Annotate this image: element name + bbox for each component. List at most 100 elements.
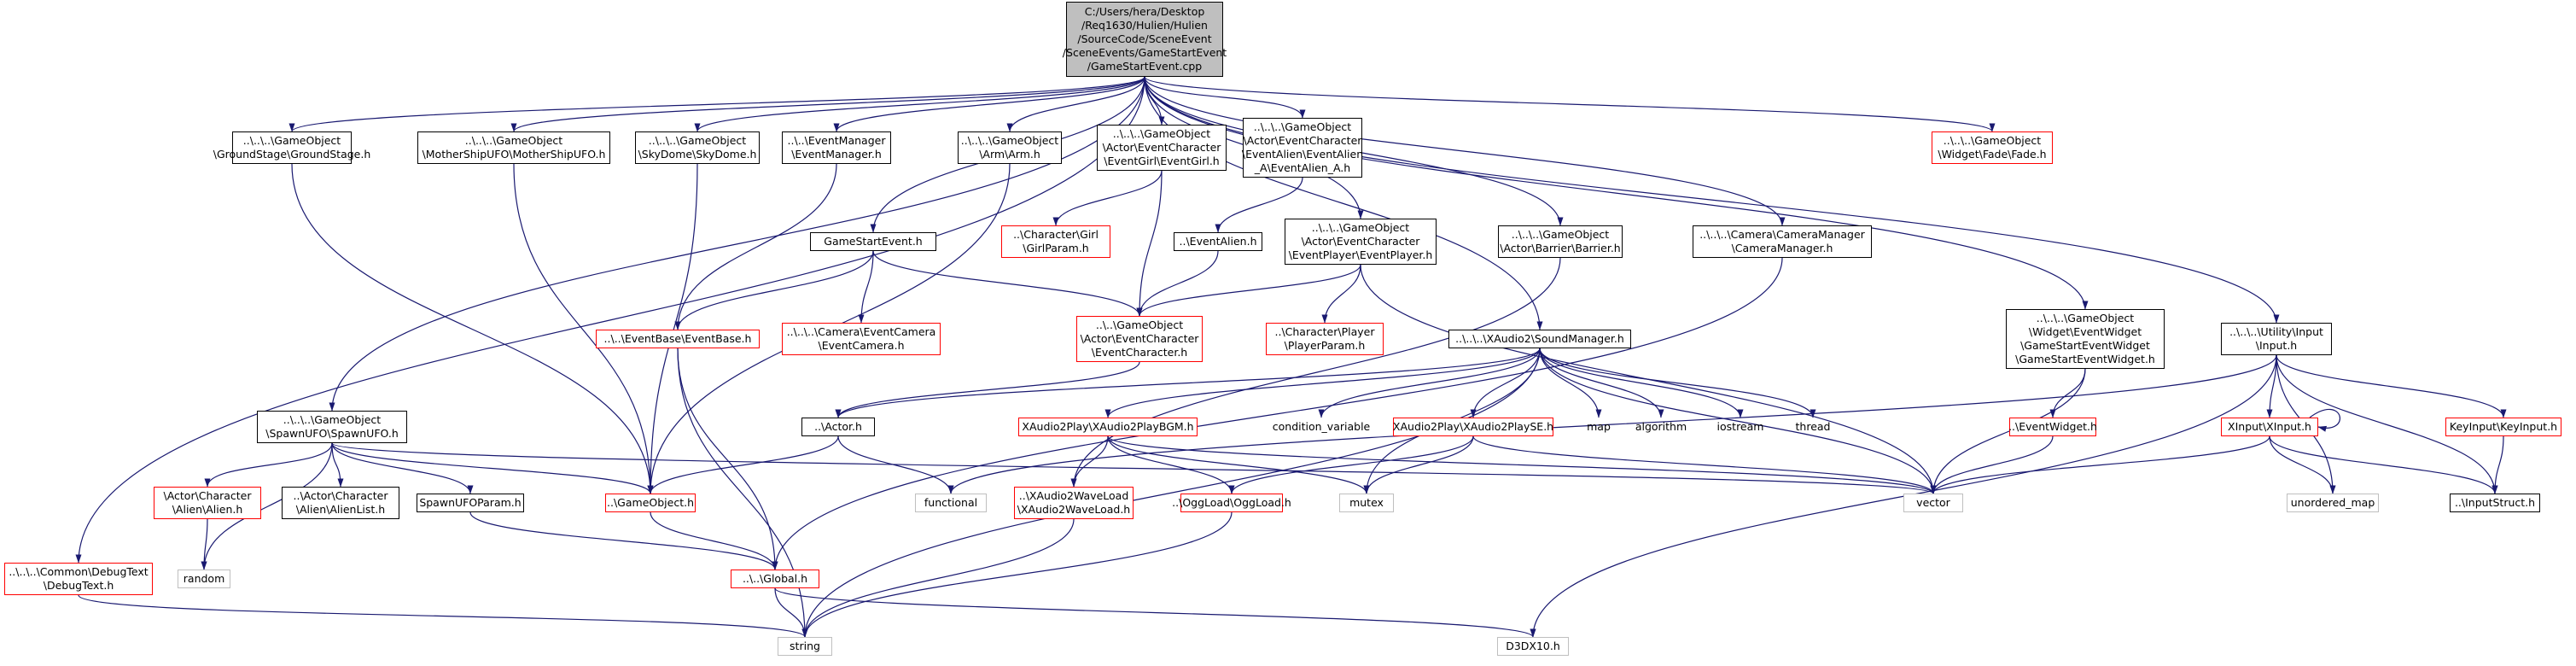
node-random: random <box>178 570 230 588</box>
edge-eventplayer-to-eventcharacter <box>1136 264 1361 317</box>
node-alien-h[interactable]: \Actor\Character \Alien\Alien.h <box>154 487 261 519</box>
node-xaudio2waveload-h[interactable]: ..\XAudio2WaveLoad \XAudio2WaveLoad.h <box>1014 487 1134 519</box>
edge-global-to-d3dx10 <box>774 587 1536 638</box>
edge-soundmanager-to-thread <box>1539 348 1816 418</box>
node-iostream: iostream <box>1716 420 1764 433</box>
node-input-h[interactable]: ..\..\..\Utility\Input \Input.h <box>2221 323 2332 355</box>
node-eventalien-h[interactable]: ..\EventAlien.h <box>1174 232 1262 251</box>
edge-playbgm-to-waveload <box>1070 435 1109 488</box>
node-soundmanager-h[interactable]: ..\..\..\XAudio2\SoundManager.h <box>1448 330 1631 348</box>
edge-soundmanager-to-stringh <box>801 348 1541 638</box>
edge-gamestartevent-to-eventcharacter <box>872 250 1143 317</box>
node-condition-variable: condition_variable <box>1272 420 1371 433</box>
edge-soundmanager-to-actorh <box>835 348 1541 418</box>
edge-spawnufo-to-spawnparam <box>331 442 474 494</box>
node-cameramanager-h[interactable]: ..\..\..\Camera\CameraManager \CameraMan… <box>1693 225 1872 258</box>
edge-eventbase-to-stringh <box>677 348 808 638</box>
edge-keyinput-to-inputstruct <box>2491 435 2504 494</box>
edge-debugtext-to-stringh <box>78 594 808 638</box>
edge-spawnufo-to-alien <box>204 442 333 488</box>
node-arm-h[interactable]: ..\..\..\GameObject \Arm\Arm.h <box>958 131 1062 164</box>
node-eventgirl-h[interactable]: ..\..\..\GameObject \Actor\EventCharacte… <box>1097 125 1227 171</box>
edge-soundmanager-to-playse <box>1470 348 1541 418</box>
edge-root-to-cameramanager <box>1144 76 1786 226</box>
node-mutex: mutex <box>1339 494 1394 512</box>
edge-root-to-fade <box>1144 76 1996 132</box>
edge-alien-to-random <box>201 518 208 570</box>
node-xaudio2playbgm-h[interactable]: XAudio2Play\XAudio2PlayBGM.h <box>1018 418 1198 436</box>
node-thread: thread <box>1795 420 1831 433</box>
node-actor-h[interactable]: ..\Actor.h <box>801 418 875 436</box>
edge-soundmanager-to-map <box>1539 348 1602 418</box>
edge-root-to-groundstage <box>288 76 1145 132</box>
node-eventwidget-h[interactable]: ..\EventWidget.h <box>2008 418 2097 436</box>
edge-playbgm-to-vector <box>1107 435 1937 494</box>
edge-eventmanager-to-eventbase <box>674 163 837 330</box>
node-eventmanager-h[interactable]: ..\..\EventManager \EventManager.h <box>782 131 891 164</box>
node-eventbase-h[interactable]: ..\..\EventBase\EventBase.h <box>596 330 760 348</box>
edge-eventalien_a-to-eventalien <box>1215 177 1303 233</box>
node-functional: functional <box>915 494 987 512</box>
node-debugtext-h[interactable]: ..\..\..\Common\DebugText \DebugText.h <box>4 563 153 595</box>
node-eventcamera-h[interactable]: ..\..\..\Camera\EventCamera \EventCamera… <box>782 323 941 355</box>
node-mothershipufo-h[interactable]: ..\..\..\GameObject \MotherShipUFO\Mothe… <box>417 131 610 164</box>
edge-groundstage-to-gameobject <box>291 163 654 494</box>
node-eventalien-a-h[interactable]: ..\..\..\GameObject \Actor\EventCharacte… <box>1242 118 1363 178</box>
node-global-h[interactable]: ..\..\Global.h <box>731 570 819 588</box>
edge-waveload-to-stringh <box>801 518 1075 638</box>
node-spawnufoparam-h[interactable]: SpawnUFOParam.h <box>417 494 524 512</box>
edge-oggload-to-stringh <box>801 511 1233 638</box>
node-keyinput-h[interactable]: KeyInput\KeyInput.h <box>2445 418 2561 436</box>
edge-playbgm-to-oggload <box>1107 435 1235 494</box>
node-spawnufo-h[interactable]: ..\..\..\GameObject \SpawnUFO\SpawnUFO.h <box>257 411 407 443</box>
edge-spawnufo-to-alienlist <box>331 442 344 488</box>
edge-root-to-debugtext <box>75 76 1145 564</box>
node-gamestartevent-cpp[interactable]: C:/Users/hera/Desktop /Req1630/Hulien/Hu… <box>1063 2 1227 77</box>
node-xaudio2playse-h[interactable]: XAudio2Play\XAudio2PlaySE.h <box>1393 418 1553 436</box>
edge-soundmanager-to-condvar <box>1318 348 1541 418</box>
node-gamestartevent-h[interactable]: GameStartEvent.h <box>810 232 936 251</box>
node-oggload-h[interactable]: ..\OggLoad\OggLoad.h <box>1172 494 1291 512</box>
edge-soundmanager-to-vector <box>1539 348 1937 494</box>
edge-playse-to-oggload <box>1228 435 1474 494</box>
edge-root-to-skydome <box>694 76 1145 132</box>
edge-spawnufo-to-gameobject <box>331 442 654 494</box>
edge-root-to-arm <box>1006 76 1145 132</box>
edge-xinput-to-inputstruct <box>2269 435 2498 494</box>
edge-root-to-eventalien_a <box>1144 76 1306 119</box>
node-gamestarteventwidget-h[interactable]: ..\..\..\GameObject \Widget\EventWidget … <box>2006 309 2165 369</box>
node-d3dx10-h: D3DX10.h <box>1497 637 1569 656</box>
node-playerparam-h[interactable]: ..\Character\Player \PlayerParam.h <box>1266 323 1384 355</box>
edge-root-to-spawnufo <box>329 76 1145 412</box>
edge-gamestartwidget-to-eventwidget <box>2049 368 2086 418</box>
edge-inputh-to-inputstruct <box>2276 354 2498 494</box>
node-skydome-h[interactable]: ..\..\..\GameObject \SkyDome\SkyDome.h <box>635 131 760 164</box>
edge-playse-to-vector <box>1472 435 1937 494</box>
node-xinput-h[interactable]: XInput\XInput.h <box>2221 418 2318 436</box>
node-gameobject-h[interactable]: ..\GameObject.h <box>605 494 696 512</box>
node-eventcharacter-h[interactable]: ..\..\GameObject \Actor\EventCharacter \… <box>1076 316 1203 362</box>
node-inputstruct-h[interactable]: ..\InputStruct.h <box>2450 494 2540 512</box>
edge-eventplayer-to-playerparam <box>1321 264 1361 324</box>
node-girlparam-h[interactable]: ..\Character\Girl \GirlParam.h <box>1001 225 1110 258</box>
node-barrier-h[interactable]: ..\..\..\GameObject \Actor\Barrier\Barri… <box>1498 225 1623 258</box>
edge-root-to-soundmanager <box>1144 76 1543 330</box>
node-map: map <box>1587 420 1611 433</box>
edge-actorh-to-gameobject <box>647 435 839 494</box>
edge-eventgirl-to-eventcharacter <box>1136 170 1163 317</box>
node-eventplayer-h[interactable]: ..\..\..\GameObject \Actor\EventCharacte… <box>1285 219 1437 265</box>
node-groundstage-h[interactable]: ..\..\..\GameObject \GroundStage\GroundS… <box>213 131 370 164</box>
edge-xinput-to-vector <box>1930 435 2270 494</box>
edge-soundmanager-to-algorithm <box>1539 348 1664 418</box>
edge-xinput-to-unordered_map <box>2269 435 2336 494</box>
edge-soundmanager-to-playbgm <box>1104 348 1541 418</box>
edge-spawnparam-to-global <box>469 511 778 570</box>
edge-inputh-to-keyinput <box>2276 354 2507 418</box>
edge-eventbase-to-global <box>677 348 778 570</box>
edge-root-to-gamestartwidget <box>1144 76 2089 310</box>
node-alienlist-h[interactable]: ..\Actor\Character \Alien\AlienList.h <box>282 487 399 519</box>
edge-root-to-mothership <box>510 76 1145 132</box>
node-fade-h[interactable]: ..\..\..\GameObject \Widget\Fade\Fade.h <box>1932 131 2053 164</box>
edge-root-to-eventmanager <box>833 76 1145 132</box>
